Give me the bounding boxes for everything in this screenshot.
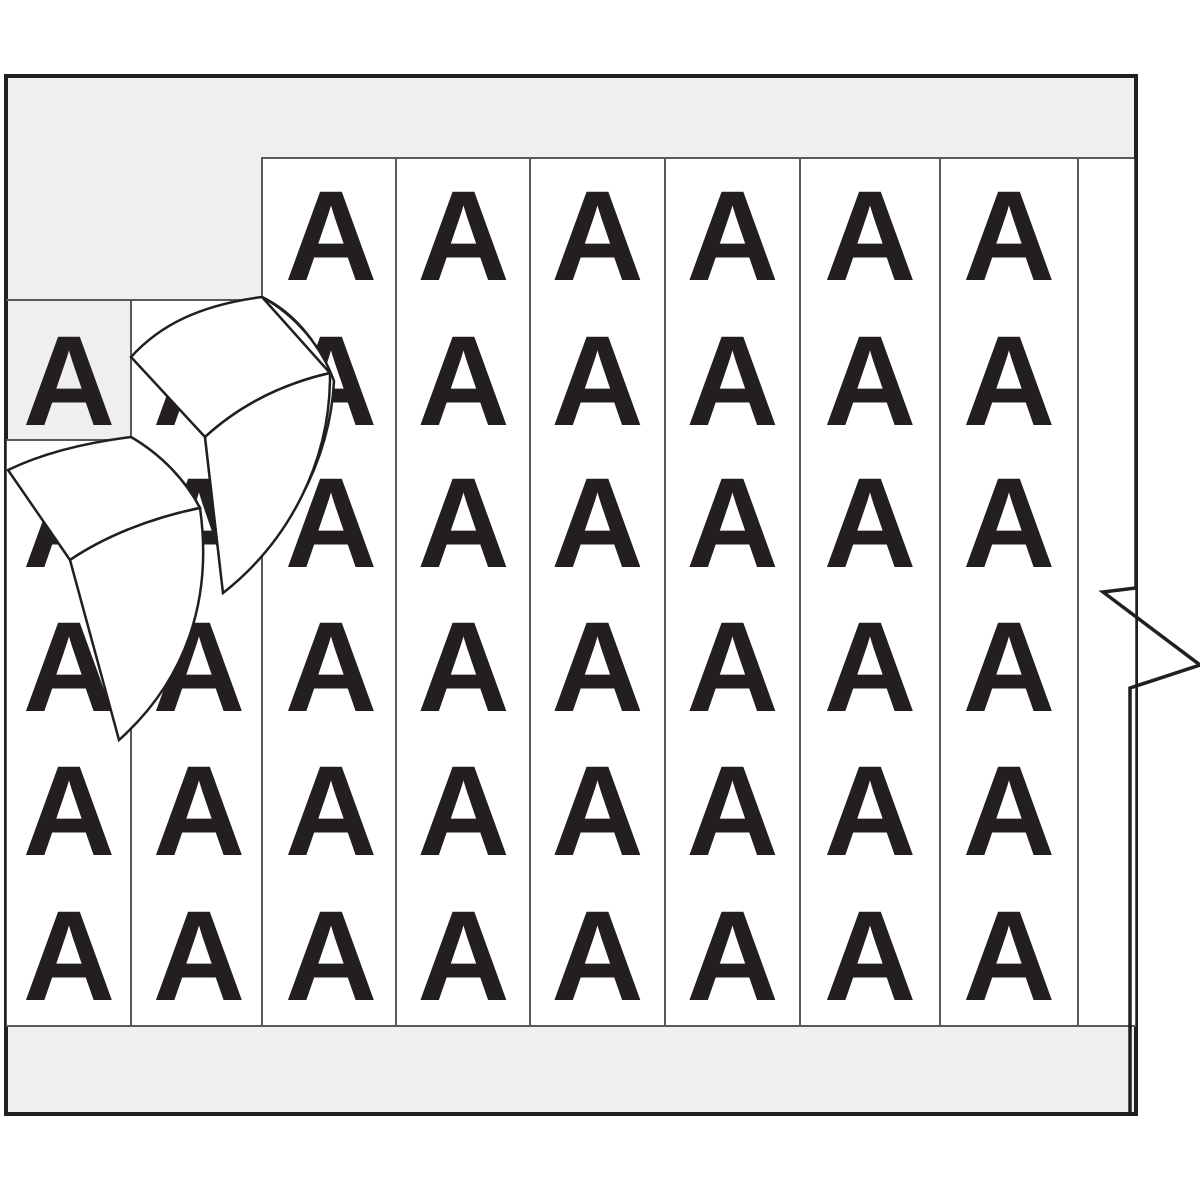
peeled-label-upper[interactable]: [129, 295, 336, 596]
label-letter[interactable]: A: [824, 596, 916, 739]
letter-grid: AAAAAAAAAAAAAAAAAAAAAAAAAAAAAAAAAAAAAAAA…: [23, 165, 1055, 1028]
label-letter[interactable]: A: [551, 596, 643, 739]
label-block-main: [261, 157, 1079, 1027]
label-letter[interactable]: A: [417, 596, 509, 739]
label-letter[interactable]: A: [417, 310, 509, 453]
label-letter[interactable]: A: [686, 885, 778, 1028]
label-letter[interactable]: A: [23, 310, 115, 453]
label-letter[interactable]: A: [551, 310, 643, 453]
label-letter[interactable]: A: [824, 310, 916, 453]
label-letter[interactable]: A: [417, 452, 509, 595]
label-letter[interactable]: A: [285, 885, 377, 1028]
label-letter[interactable]: A: [824, 885, 916, 1028]
label-letter[interactable]: A: [686, 452, 778, 595]
label-letter[interactable]: A: [824, 740, 916, 883]
label-letter[interactable]: A: [963, 452, 1055, 595]
label-letter[interactable]: A: [963, 596, 1055, 739]
label-letter[interactable]: A: [551, 740, 643, 883]
label-letter[interactable]: A: [551, 165, 643, 308]
label-letter[interactable]: A: [285, 596, 377, 739]
label-letter[interactable]: A: [963, 165, 1055, 308]
label-field: AAAAAAAAAAAAAAAAAAAAAAAAAAAAAAAAAAAAAAAA…: [6, 157, 1136, 1028]
label-letter[interactable]: A: [23, 885, 115, 1028]
peeled-label-lower[interactable]: [6, 435, 205, 743]
label-letter[interactable]: A: [23, 740, 115, 883]
label-letter[interactable]: A: [686, 165, 778, 308]
label-letter[interactable]: A: [963, 310, 1055, 453]
label-letter[interactable]: A: [686, 310, 778, 453]
label-letter[interactable]: A: [285, 740, 377, 883]
label-letter[interactable]: A: [417, 165, 509, 308]
label-letter[interactable]: A: [551, 452, 643, 595]
right-edge-arrow-notch: [1098, 76, 1200, 1116]
label-letter[interactable]: A: [153, 885, 245, 1028]
label-letter[interactable]: A: [963, 885, 1055, 1028]
label-letter[interactable]: A: [686, 596, 778, 739]
label-letter[interactable]: A: [153, 740, 245, 883]
label-letter[interactable]: A: [824, 452, 916, 595]
label-letter[interactable]: A: [686, 740, 778, 883]
label-letter[interactable]: A: [285, 165, 377, 308]
label-letter[interactable]: A: [417, 885, 509, 1028]
label-letter[interactable]: A: [417, 740, 509, 883]
label-letter[interactable]: A: [824, 165, 916, 308]
label-letter[interactable]: A: [551, 885, 643, 1028]
label-letter[interactable]: A: [963, 740, 1055, 883]
